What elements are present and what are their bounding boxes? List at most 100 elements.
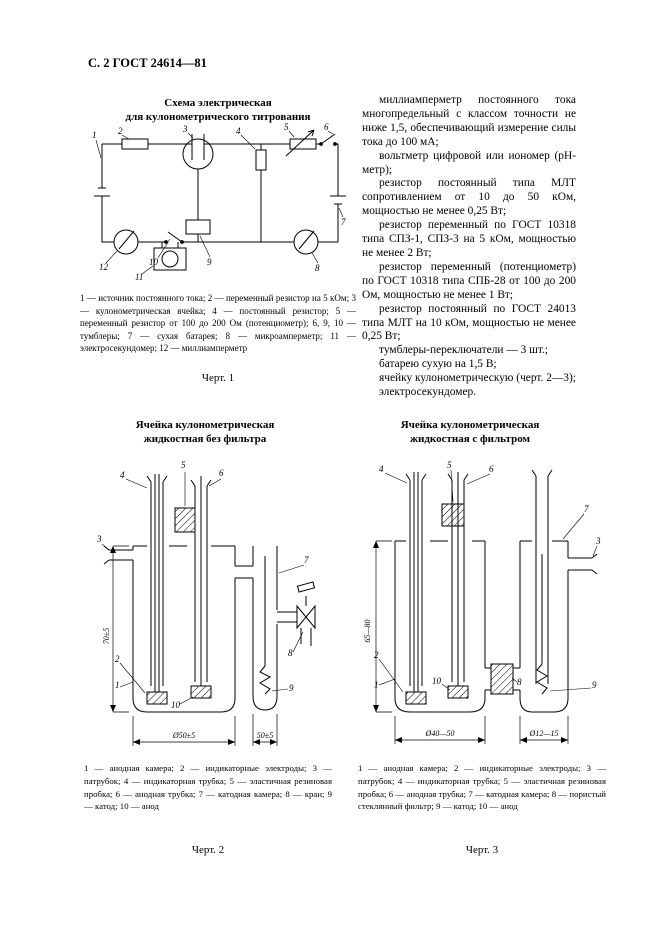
fig1-label-2: 2: [118, 126, 123, 136]
anode-tube: [190, 476, 212, 686]
fig1-label-11: 11: [135, 272, 143, 282]
stopcock-handle: [296, 581, 316, 593]
fig1-label-7: 7: [341, 217, 346, 227]
rubber-plug: [174, 507, 196, 533]
spec-paragraph-3: резистор постоянный типа МЛТ сопротивлен…: [362, 177, 576, 218]
stopcock-body-right: [305, 604, 316, 630]
fig2-label-10: 10: [171, 700, 181, 710]
side-spout: [103, 545, 133, 565]
side-spout: [568, 553, 598, 575]
fig3-label-4: 4: [379, 464, 384, 474]
fig2-title-line2: жидкостная без фильтра: [143, 433, 267, 446]
fig3-title: Ячейка кулонометрическая жидкостная с фи…: [360, 418, 580, 447]
fig3-label-6: 6: [489, 464, 494, 474]
fig1-title-line2: для кулонометрического титрования: [125, 111, 311, 124]
fig1-legend: 1 — источник постоянного тока; 2 — перем…: [80, 293, 356, 354]
fig3-caption: Черт. 3: [465, 844, 499, 856]
fig2-dim-main: Ø50±5: [172, 731, 195, 740]
fig2-labels: 1 2 3 4 5 6 7 8 9 10: [96, 460, 309, 710]
fig1-label-5: 5: [284, 122, 289, 132]
connecting-bridge: [235, 565, 253, 579]
contact-block-symbol: [185, 219, 211, 235]
fig1-label-6: 6: [324, 122, 329, 132]
fig1-components: [113, 129, 337, 271]
fig1-label-1: 1: [92, 130, 97, 140]
stopcock-tubes: [277, 596, 312, 646]
fig3-dim-main: Ø40—50: [425, 729, 455, 738]
rubber-plug: [441, 503, 465, 527]
fig2-vessel: [103, 474, 316, 713]
timer-dial-symbol: [161, 250, 179, 268]
fig2-title-line1: Ячейка кулонометрическая: [135, 419, 275, 431]
anode-tube: [447, 472, 469, 686]
fig1-schematic-drawing: 1 2 3 4 5 6 7 8 9 10 11 12: [92, 122, 346, 282]
fig3-leader-lines: [378, 469, 598, 693]
anode-chamber-outline: [132, 546, 236, 713]
microammeter-symbol: [293, 229, 319, 255]
fig2-dimensions: [110, 545, 278, 746]
fig3-label-3: 3: [595, 536, 601, 546]
fig3-title-line2: жидкостная с фильтром: [410, 433, 530, 446]
cathode-chamber-outline: [519, 541, 569, 713]
fig1-title: Схема электрическая для кулонометрическо…: [80, 96, 356, 125]
fig3-cell-drawing: Ø40—50 Ø12—15 65—80 1 2 3 4 5 6 7 8 9 10: [363, 460, 601, 744]
resistor2-symbol: [121, 138, 149, 150]
spec-paragraph-7: тумблеры-переключатели — 3 шт.;: [379, 344, 549, 357]
spec-paragraph-1: миллиамперметр постоянного тока многопре…: [362, 94, 576, 148]
milliammeter-needle: [118, 230, 135, 250]
fig1-label-8: 8: [315, 263, 320, 273]
fig1-label-4: 4: [236, 126, 241, 136]
page-header: С. 2 ГОСТ 24614—81: [88, 56, 207, 70]
spec-paragraph-5: резистор переменный (потенциометр) по ГО…: [362, 260, 576, 301]
milliammeter-symbol: [113, 229, 139, 255]
fig1-leader-lines: [95, 130, 344, 275]
fig1-title-line1: Схема электрическая: [164, 97, 272, 109]
fig2-label-4: 4: [120, 470, 125, 480]
fig3-legend: 1 — анодная камера; 2 — индикаторные эле…: [358, 763, 606, 812]
indicator-electrodes-block: [146, 691, 168, 705]
fig2-label-8: 8: [288, 648, 293, 658]
anode-block: [447, 685, 469, 699]
fig3-label-7: 7: [584, 504, 589, 514]
fig1-labels: 1 2 3 4 5 6 7 8 9 10 11 12: [92, 122, 346, 282]
fig2-cell-drawing: Ø50±5 50±5 70±5 1 2 3 4 5 6 7 8 9 10: [96, 460, 316, 746]
switch-levers: [167, 133, 336, 243]
fig3-label-1: 1: [374, 680, 379, 690]
porous-filter: [490, 663, 514, 695]
fig3-label-8: 8: [517, 677, 522, 687]
fig2-label-2: 2: [115, 654, 120, 664]
spec-paragraph-2: вольтметр цифровой или иономер (рН-метр)…: [362, 149, 576, 176]
fig1-label-10: 10: [149, 257, 159, 267]
fig2-dim-right: 50±5: [257, 731, 273, 740]
fig1-wires: [94, 134, 346, 248]
timer-box-symbol: [153, 247, 187, 271]
spec-paragraph-8: батарею сухую на 1,5 В;: [379, 358, 497, 371]
fig3-label-10: 10: [432, 676, 442, 686]
battery-symbols: [94, 187, 346, 205]
fig3-title-line1: Ячейка кулонометрическая: [400, 419, 540, 431]
fig2-label-6: 6: [219, 468, 224, 478]
fig2-caption: Черт. 2: [191, 844, 225, 856]
indicator-electrodes-block: [405, 691, 427, 705]
fig2-label-5: 5: [181, 460, 186, 470]
fig2-title: Ячейка кулонометрическая жидкостная без …: [95, 418, 315, 447]
spec-paragraph-4: резистор переменный по ГОСТ 10318 типа С…: [362, 219, 576, 259]
cathode-chamber-outline: [252, 546, 278, 711]
cathode-coil: [536, 663, 548, 695]
fig3-label-2: 2: [374, 650, 379, 660]
cathode-coil: [259, 665, 272, 695]
indicator-tube: [405, 472, 427, 692]
resistor4-symbol: [255, 149, 267, 171]
indicator-tube: [146, 474, 168, 692]
fig3-vessel: [394, 469, 598, 713]
fig2-label-1: 1: [115, 680, 120, 690]
fig3-label-9: 9: [592, 680, 597, 690]
fig2-label-3: 3: [96, 534, 102, 544]
fig2-label-7: 7: [304, 555, 309, 565]
potentiometer-arrow: [285, 129, 315, 157]
fig2-leader-lines: [101, 472, 305, 705]
resistor5-symbol: [289, 138, 317, 150]
spec-text-column: миллиамперметр постоянного тока многопре…: [362, 94, 576, 400]
fig2-label-9: 9: [289, 683, 294, 693]
